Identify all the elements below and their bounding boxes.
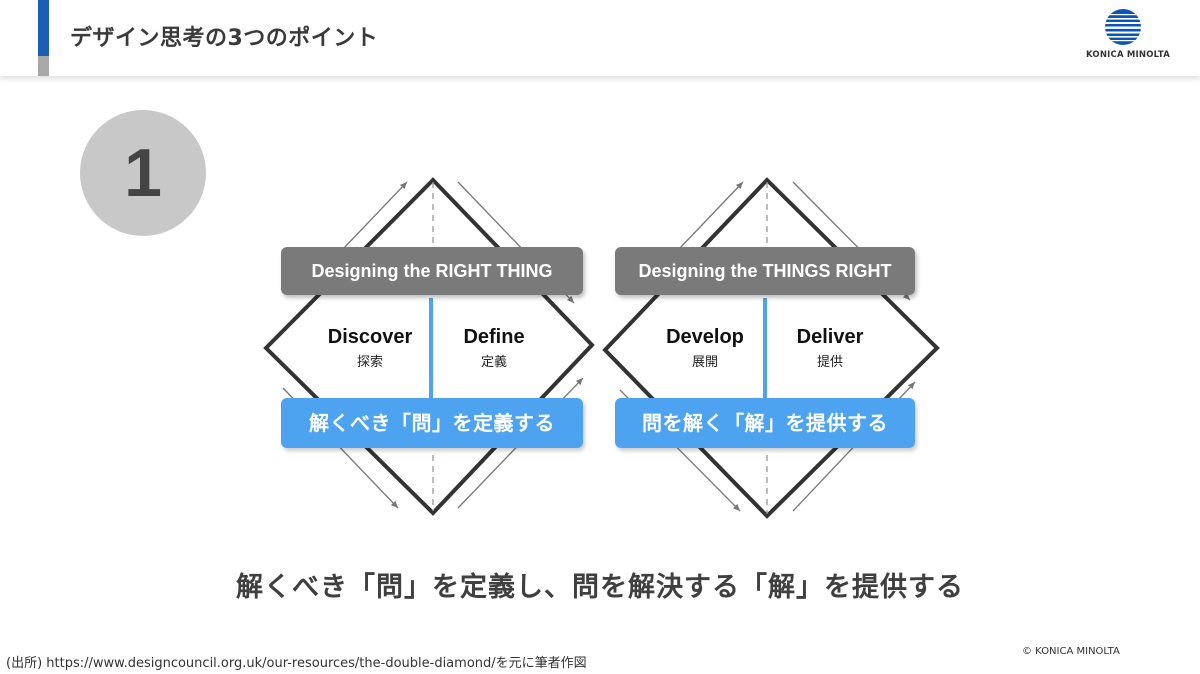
phase-discover-en: Discover [327,326,413,348]
phase-discover-jp: 探索 [356,354,383,369]
step-number: 1 [124,135,162,211]
phase-develop-en: Develop [666,326,744,348]
globe-logo-icon [1105,9,1141,45]
phase-develop-jp: 展開 [691,354,718,369]
step-number-circle: 1 [80,110,206,236]
phase-deliver-jp: 提供 [816,354,843,369]
header-accent-bar-gray [38,56,49,76]
copyright-text: © KONICA MINOLTA [1022,646,1120,657]
banner-right-thing: Designing the RIGHT THING [281,247,583,295]
banner-things-right: Designing the THINGS RIGHT [615,247,915,295]
phase-define-en: Define [463,326,525,348]
action-provide-solution: 問を解く「解」を提供する [615,398,915,448]
action-define-problem: 解くべき「問」を定義する [281,398,583,448]
summary-text: 解くべき「問」を定義し、問を解決する「解」を提供する [236,572,964,603]
phase-define: Define 定義 [424,326,564,370]
phase-discover: Discover 探索 [300,326,440,370]
header-accent-bar [38,0,49,56]
phase-deliver-en: Deliver [796,326,864,348]
page-title: デザイン思考の3つのポイント [70,26,379,51]
konica-minolta-logo: KONICA MINOLTA [1086,8,1170,68]
phase-define-jp: 定義 [480,354,507,369]
phase-deliver: Deliver 提供 [760,326,900,370]
logo-text: KONICA MINOLTA [1086,50,1170,60]
header-bar: デザイン思考の3つのポイント KONICA MINOLTA [0,0,1200,76]
source-citation: (出所) https://www.designcouncil.org.uk/ou… [6,656,587,671]
phase-develop: Develop 展開 [635,326,775,370]
